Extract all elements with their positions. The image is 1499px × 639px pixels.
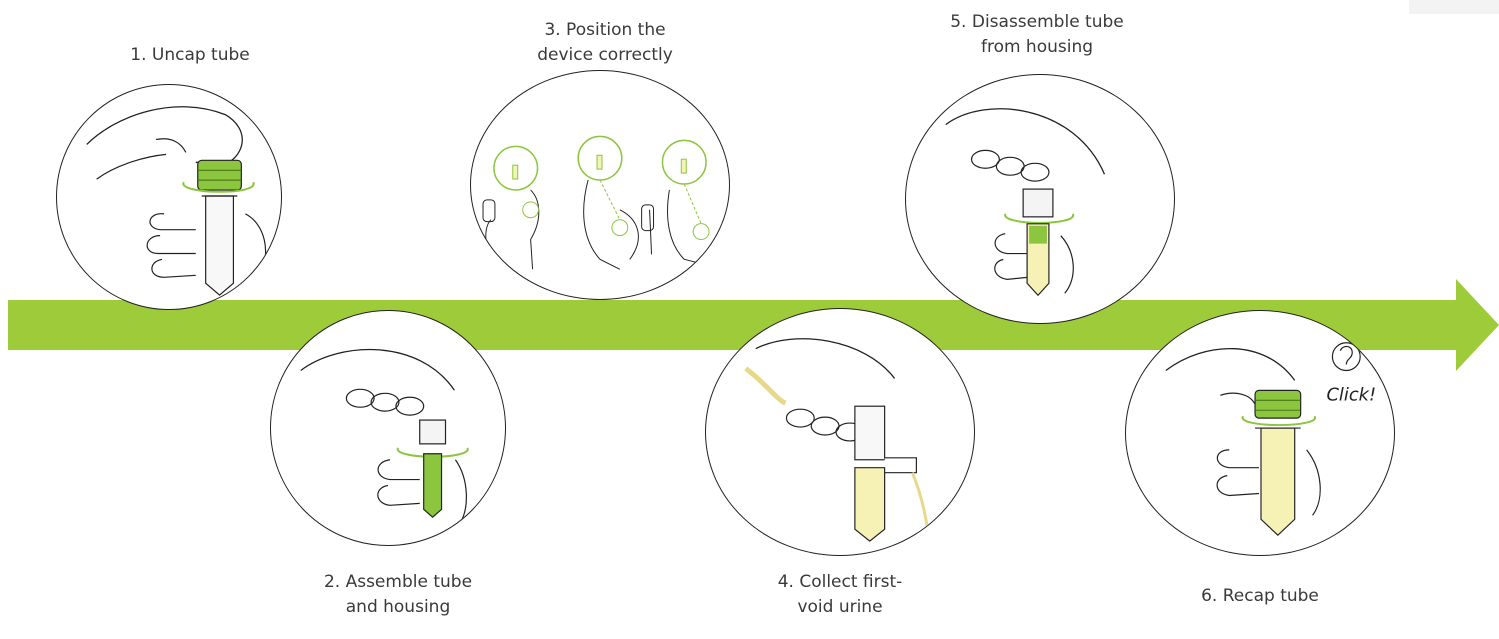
uncap-tube-illustration [86,106,267,296]
step-1-illustration [56,84,282,310]
corner-mark [1409,0,1499,14]
hearing-icon [1331,342,1361,372]
step-1-label: 1. Uncap tube [130,45,250,65]
step-5-label: 5. Disassemble tube from housing [950,12,1124,57]
assemble-tube-illustration [300,348,469,525]
step-3-illustration [470,70,730,300]
step-6-label: 6. Recap tube [1201,586,1319,606]
click-callout: Click! [1326,384,1376,405]
recap-tube-illustration: Click! [1165,342,1376,536]
step-3-label: 3. Position the device correctly [537,20,673,65]
step-4-label: 4. Collect first- void urine [777,572,903,617]
position-device-illustration [482,135,710,270]
step-6-illustration: Click! [1125,310,1395,556]
step-4-illustration [705,308,975,556]
step-2-label: 2. Assemble tube and housing [323,572,473,617]
disassemble-tube-illustration [945,108,1106,297]
step-5-illustration [905,74,1175,324]
collect-urine-illustration [744,338,930,542]
step-2-illustration [270,310,506,546]
